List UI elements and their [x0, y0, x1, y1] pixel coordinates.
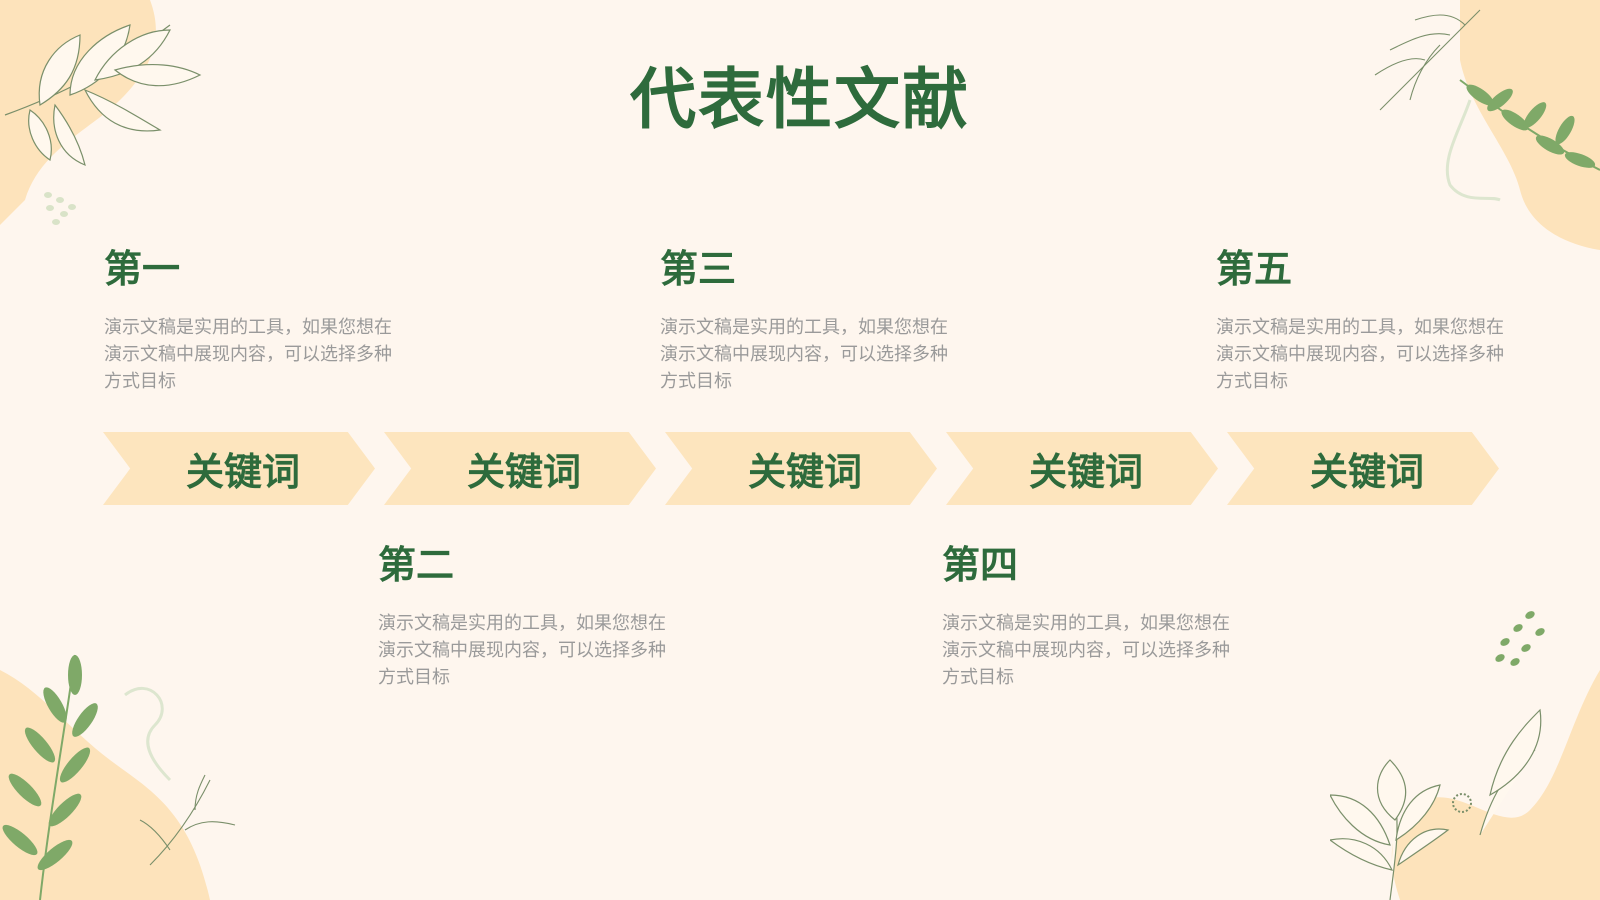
item-heading: 第二: [378, 542, 455, 587]
leaf-sprig-icon: [1330, 708, 1542, 900]
item-second: 第二 演示文稿是实用的工具，如果您想在演示文稿中展现内容，可以选择多种方式目标: [378, 542, 678, 691]
flower-icon: [1452, 793, 1472, 813]
dots-icon: [1495, 611, 1545, 666]
keyword-chevron-5: 关键词: [1227, 432, 1499, 505]
keyword-chevron-3: 关键词: [665, 432, 937, 505]
item-third: 第三 演示文稿是实用的工具，如果您想在演示文稿中展现内容，可以选择多种方式目标: [660, 246, 960, 395]
squiggle-icon: [1445, 99, 1501, 202]
keyword-label: 关键词: [747, 450, 862, 494]
item-description: 演示文稿是实用的工具，如果您想在演示文稿中展现内容，可以选择多种方式目标: [942, 613, 1230, 688]
keyword-label: 关键词: [185, 450, 300, 494]
fern-icon: [139, 774, 236, 866]
top-left-decoration: [0, 0, 202, 225]
page-title: 代表性文献: [630, 60, 970, 138]
item-heading: 第一: [104, 246, 181, 291]
item-heading: 第五: [1216, 246, 1293, 291]
item-fourth: 第四 演示文稿是实用的工具，如果您想在演示文稿中展现内容，可以选择多种方式目标: [942, 542, 1242, 691]
bottom-left-blob: [0, 670, 210, 900]
item-description: 演示文稿是实用的工具，如果您想在演示文稿中展现内容，可以选择多种方式目标: [378, 613, 666, 688]
top-right-decoration: [1374, 0, 1600, 250]
item-heading: 第三: [660, 246, 737, 291]
item-heading: 第四: [942, 542, 1019, 587]
leaf-branch-icon: [1459, 79, 1600, 171]
keyword-label: 关键词: [1028, 450, 1143, 494]
keyword-chevron-2: 关键词: [384, 432, 656, 505]
squiggle-icon: [124, 687, 172, 782]
keyword-label: 关键词: [1309, 450, 1424, 494]
dots-icon: [44, 192, 76, 225]
bottom-right-decoration: [1330, 611, 1600, 900]
keyword-chevron-1: 关键词: [103, 432, 375, 505]
leaf-sprig-icon: [4, 24, 202, 166]
bottom-right-blob: [1391, 670, 1600, 900]
keyword-label: 关键词: [466, 450, 581, 494]
item-description: 演示文稿是实用的工具，如果您想在演示文稿中展现内容，可以选择多种方式目标: [104, 317, 392, 392]
item-fifth: 第五 演示文稿是实用的工具，如果您想在演示文稿中展现内容，可以选择多种方式目标: [1216, 246, 1516, 395]
item-description: 演示文稿是实用的工具，如果您想在演示文稿中展现内容，可以选择多种方式目标: [1216, 317, 1504, 392]
leaf-branch-icon: [2, 654, 98, 900]
bottom-left-decoration: [0, 654, 236, 900]
keyword-chevron-4: 关键词: [946, 432, 1218, 505]
fern-icon: [1374, 9, 1481, 111]
item-first: 第一 演示文稿是实用的工具，如果您想在演示文稿中展现内容，可以选择多种方式目标: [104, 246, 404, 395]
item-description: 演示文稿是实用的工具，如果您想在演示文稿中展现内容，可以选择多种方式目标: [660, 317, 948, 392]
